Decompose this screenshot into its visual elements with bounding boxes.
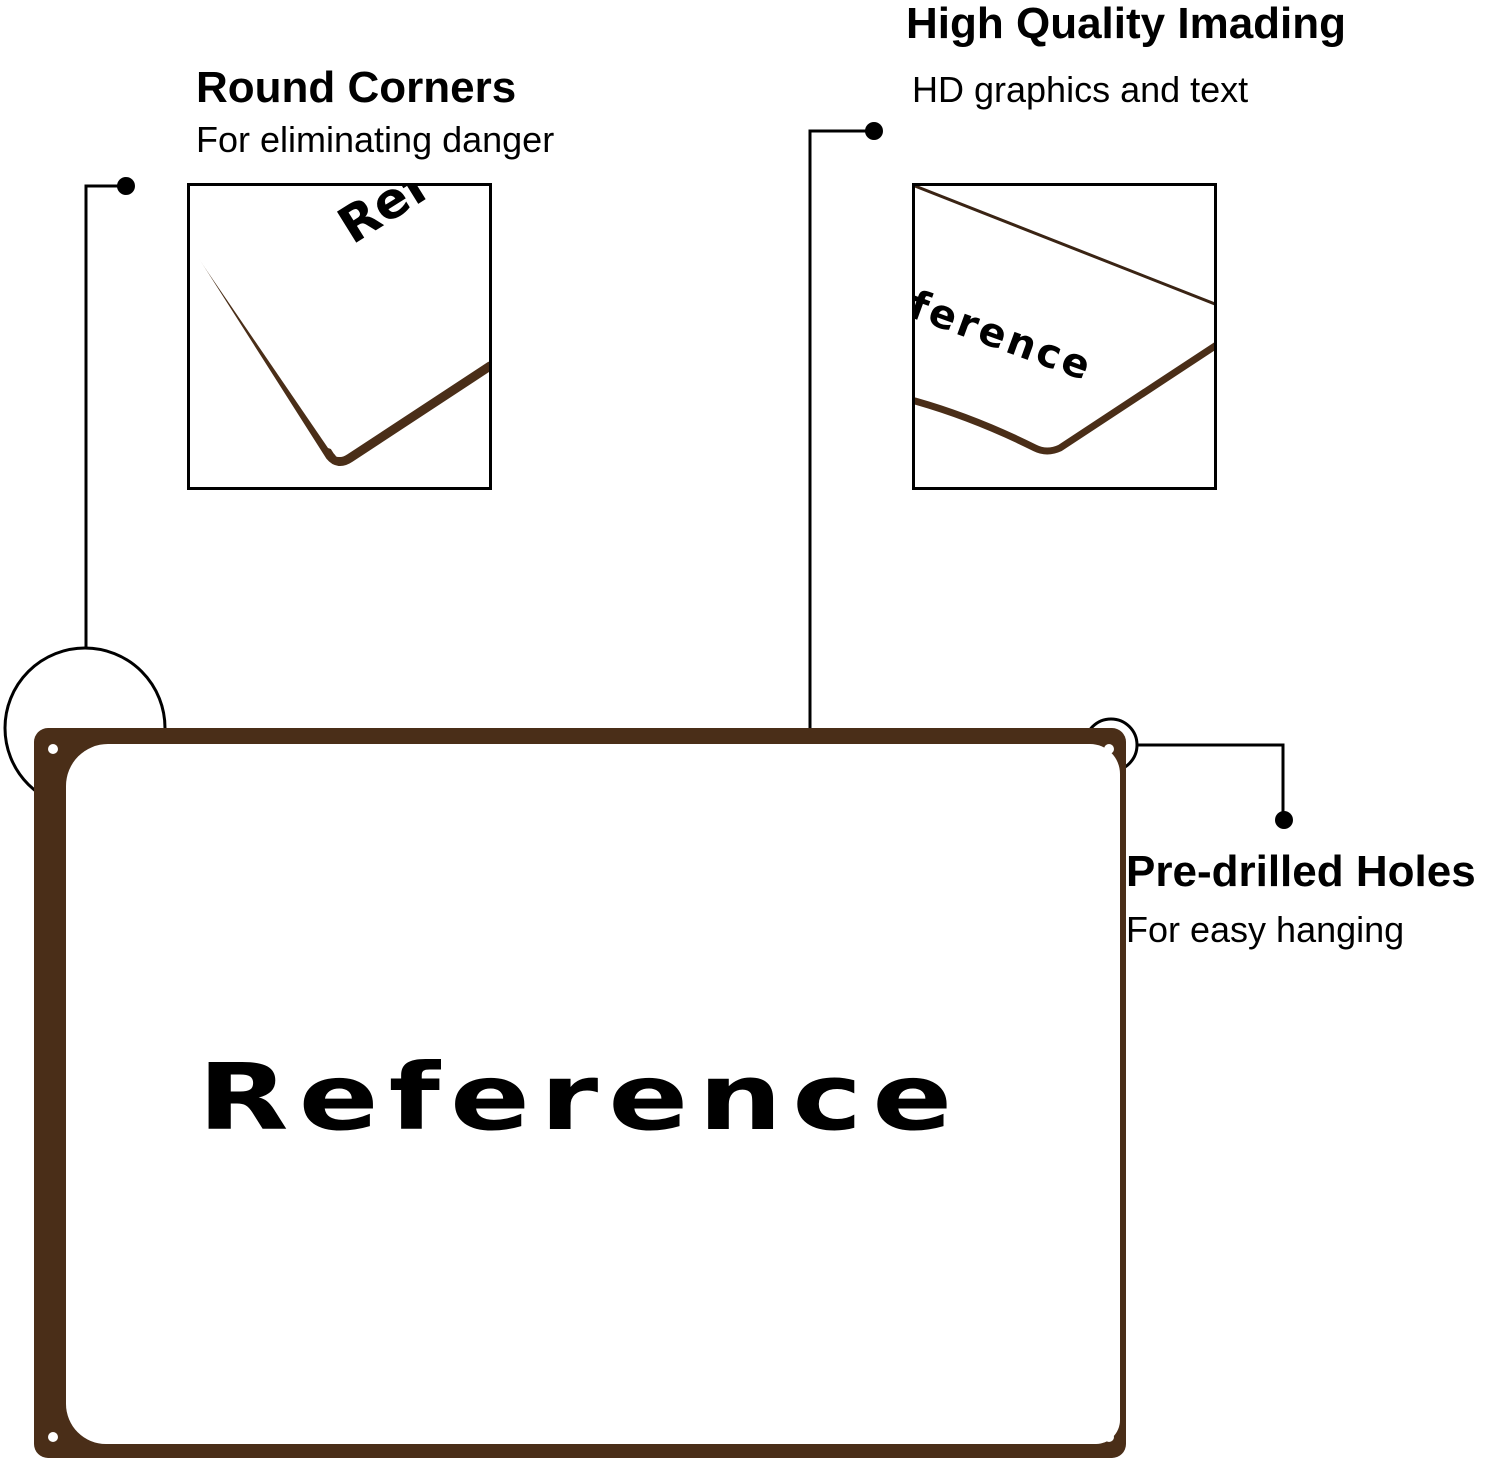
high-quality-dot-top (865, 122, 883, 140)
metal-sign: Reference (34, 728, 1126, 1458)
round-corners-zoom-box: Ref (187, 183, 492, 490)
round-corners-title: Round Corners (196, 63, 517, 112)
pre-drilled-title: Pre-drilled Holes (1126, 847, 1476, 896)
high-quality-zoom-illustration (915, 186, 1214, 455)
mount-hole-bottom-right (1104, 1432, 1114, 1442)
high-quality-subtitle: HD graphics and text (912, 69, 1249, 110)
high-quality-title: High Quality Imading (906, 0, 1347, 48)
high-quality-connector (808, 129, 874, 765)
mount-hole-bottom-left (48, 1432, 58, 1442)
round-corners-subtitle: For eliminating danger (196, 119, 555, 160)
pre-drilled-subtitle: For easy hanging (1126, 909, 1405, 950)
round-corners-zoom-illustration (190, 186, 489, 466)
mount-hole-top-left (48, 744, 58, 754)
round-corners-dot (117, 177, 135, 195)
pre-drilled-dot (1275, 811, 1293, 829)
sign-face (66, 744, 1120, 1444)
mount-hole-top-right (1104, 744, 1114, 754)
pre-drilled-connector (1138, 743, 1285, 820)
sign-text: Reference (197, 1043, 963, 1151)
round-corners-connector (84, 184, 126, 648)
high-quality-zoom-box: ference (912, 183, 1217, 490)
